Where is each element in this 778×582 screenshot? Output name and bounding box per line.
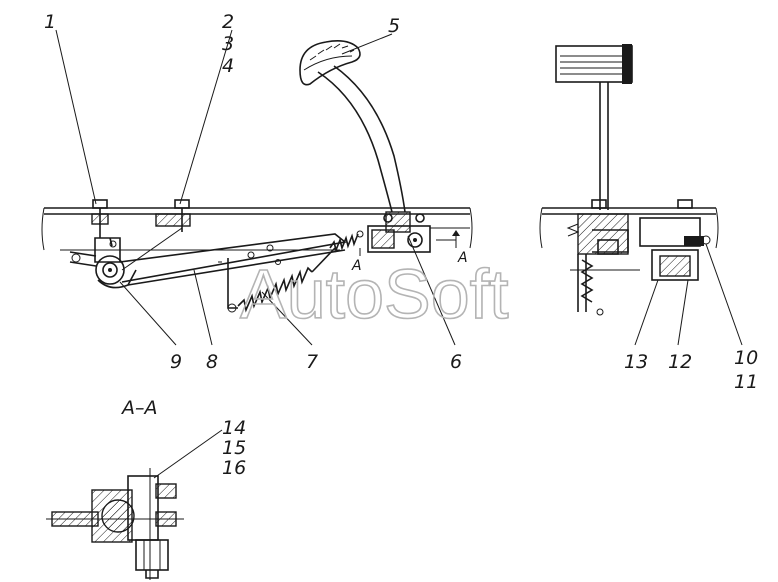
callout-4: 4: [222, 55, 234, 77]
end-view-bolt-left: [591, 199, 607, 209]
end-view: [539, 44, 743, 346]
section-aa-view: A–A: [46, 397, 223, 580]
section-mark-a-right: A: [457, 250, 468, 266]
return-spring: [237, 247, 336, 313]
callout-5: 5: [388, 15, 400, 37]
end-view-bushing: [639, 217, 711, 281]
section-aa-block: [91, 475, 177, 543]
end-view-bolt-right: [677, 199, 693, 209]
callout-6: 6: [450, 351, 462, 373]
callout-13: 13: [624, 351, 648, 373]
bolt-1: [91, 199, 109, 238]
pedal-arm: [317, 65, 406, 213]
pedal-mount: [367, 211, 431, 253]
callout-7: 7: [306, 351, 318, 373]
end-view-bracket: [566, 213, 640, 316]
lower-arm: [97, 249, 346, 289]
callout-1: 1: [44, 11, 56, 33]
callout-3: 3: [222, 33, 234, 55]
section-aa-bolt: [135, 468, 169, 580]
callout-12: 12: [668, 351, 692, 373]
callout-10: 10: [734, 347, 758, 369]
leader-lines-end: [634, 243, 743, 346]
callout-8: 8: [206, 351, 218, 373]
watermark-logo: AutoSoft: [240, 255, 509, 333]
pedal-bracket: [69, 237, 125, 285]
section-mark-a-left: A: [351, 258, 362, 274]
main-side-view: A A: [41, 29, 473, 346]
callout-2: 2: [222, 11, 234, 33]
leader-line-section: [153, 429, 223, 479]
end-view-pedal-pad: [555, 44, 633, 84]
callout-14: 14: [222, 417, 246, 439]
callout-labels: 1 2 3 4 5 6 7 8 9 10 11 12 13 14 15 16: [44, 11, 758, 479]
bolt-2: [155, 199, 191, 232]
callout-9: 9: [170, 351, 182, 373]
callout-15: 15: [222, 437, 246, 459]
callout-11: 11: [734, 371, 758, 393]
upper-spring: [329, 230, 364, 253]
leader-lines-main: [55, 29, 456, 346]
callout-16: 16: [222, 457, 246, 479]
end-view-stem: [599, 82, 609, 210]
pedal-pad: [299, 40, 361, 86]
section-title: A–A: [120, 397, 158, 419]
section-line-aa: A A: [351, 230, 468, 274]
